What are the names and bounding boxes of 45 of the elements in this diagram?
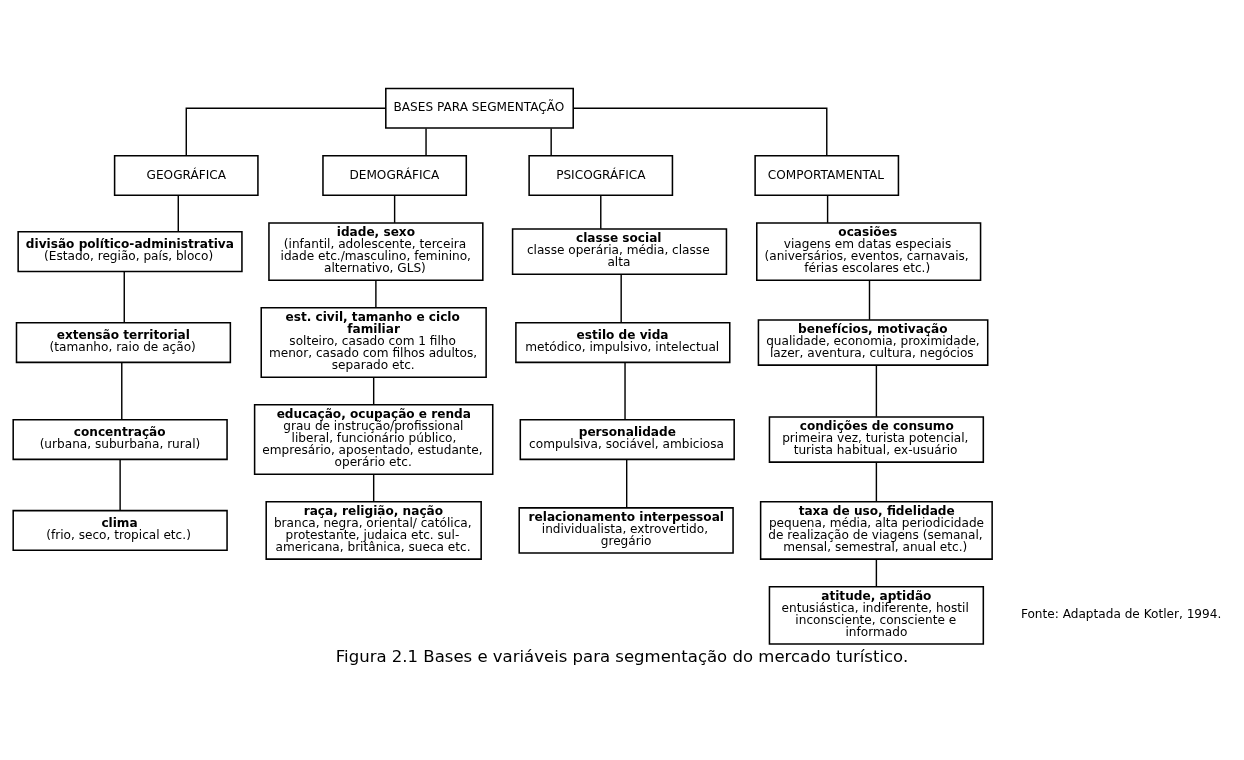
node-box: ocasiões viagens em datas especiais (aniversários, eventos, carnavais, férias escolares etc.) (756, 222, 982, 281)
connector (425, 127, 427, 157)
node-box: DEMOGRÁFICA (322, 154, 468, 197)
node-box: estilo de vida metódico, impulsivo, intelectual (515, 321, 731, 364)
node-box: educação, ocupação e renda grau de instrução/profissional liberal, funcionário público, empresário, aposentado, estudante, operário etc. (253, 404, 494, 476)
connector (375, 279, 377, 309)
node-box: benefícios, motivação qualidade, economia, proximidade, lazer, aventura, cultura, negócios (757, 319, 989, 366)
connector (875, 558, 878, 588)
node-box: concentração (urbana, suburbana, rural) (12, 418, 228, 461)
connector (372, 473, 375, 503)
connector (875, 364, 878, 418)
connector (624, 361, 626, 421)
node-box: GEOGRÁFICA (113, 154, 259, 197)
node-box: BASES PARA SEGMENTAÇÃO (385, 87, 574, 129)
connector (123, 271, 125, 324)
node-box: taxa de uso, fidelidade pequena, média, alta periodicidade de realização de viagens (semanal, mensal, semestral, anual etc.) (759, 501, 993, 560)
node-box: PSICOGRÁFICA (528, 154, 674, 197)
node-box: condições de consumo primeira vez, turista potencial, turista habitual, ex-usuário (768, 416, 985, 463)
connector (625, 459, 628, 509)
caption: Figura 2.1 Bases e variáveis para segmentação do mercado turístico. (335, 646, 909, 666)
node-box: extensão territorial (tamanho, raio de ação) (15, 321, 232, 364)
node-box: relacionamento interpessoal individualista, extrovertido, gregário (518, 507, 734, 554)
connector (372, 376, 375, 406)
connector (393, 194, 396, 224)
connector (826, 194, 829, 224)
connector (177, 194, 179, 233)
connector (600, 194, 602, 230)
node-box: est. civil, tamanho e ciclo familiar solteiro, casado com 1 filho menor, casado com filhos adultos, separado etc. (260, 307, 487, 378)
connector (119, 459, 121, 512)
connector (868, 279, 871, 321)
connector (620, 273, 622, 324)
node-box: atitude, aptidão entusiástica, indiferente, hostil inconsciente, consciente e informado (768, 585, 985, 645)
node-box: personalidade compulsiva, sociável, ambiciosa (519, 418, 735, 461)
node-box: clima (frio, seco, tropical etc.) (12, 509, 228, 552)
label: Fonte: Adaptada de Kotler, 1994. (1020, 607, 1222, 622)
connector (550, 127, 552, 157)
node-box: classe social classe operária, média, classe alta (511, 228, 728, 275)
node-box: idade, sexo (infantil, adolescente, terceira idade etc./masculino, feminino, alternativo, GLS) (268, 222, 484, 281)
node-box: divisão político-administrativa (Estado, região, país, bloco) (17, 230, 243, 273)
node-box: raça, religião, nação branca, negra, oriental/ católica, protestante, judaica etc. sul-americana, britânica, sueca etc. (265, 501, 482, 560)
node-box: COMPORTAMENTAL (754, 154, 900, 197)
connector (572, 107, 828, 157)
connector (875, 461, 878, 503)
connector (121, 361, 123, 421)
connector (185, 107, 387, 157)
